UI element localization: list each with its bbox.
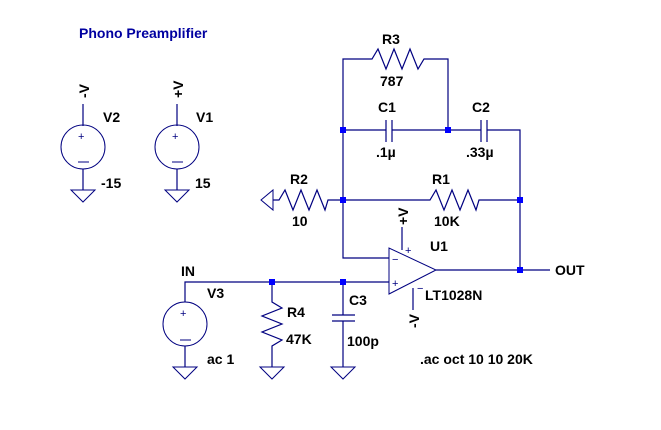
- plus-sign: +: [78, 131, 84, 143]
- c2-value: .33µ: [466, 144, 494, 160]
- c2-label: C2: [472, 99, 490, 115]
- svg-text:+: +: [405, 245, 411, 257]
- wire-input: [184, 281, 389, 302]
- ground-icon: [329, 366, 357, 380]
- r1-value: 10K: [434, 213, 460, 229]
- junction-dot: [340, 279, 346, 285]
- capacitor-c3[interactable]: C3 100p: [329, 282, 379, 380]
- r1-label: R1: [432, 171, 450, 187]
- svg-text:−: −: [417, 283, 423, 295]
- svg-text:−: −: [392, 254, 398, 266]
- spice-directive[interactable]: .ac oct 10 10 20K: [420, 351, 533, 367]
- u1-model: LT1028N: [425, 287, 482, 303]
- v3-value: ac 1: [207, 351, 234, 367]
- capacitor-c1[interactable]: C1 .1µ: [343, 99, 448, 160]
- net-label-in: IN: [181, 263, 195, 279]
- junction-dot: [340, 197, 346, 203]
- voltage-source-v2[interactable]: + V2 -15 -V: [60, 83, 121, 203]
- ground-icon: [260, 188, 274, 212]
- junction-dot: [269, 279, 275, 285]
- ground-icon: [171, 366, 199, 380]
- r3-label: R3: [382, 31, 400, 47]
- v1-label: V1: [196, 109, 213, 125]
- net-label-plus-v: +V: [395, 207, 411, 225]
- ground-icon: [258, 366, 286, 380]
- voltage-source-v3[interactable]: + V3 ac 1: [162, 285, 234, 380]
- opamp-u1[interactable]: − + + − U1 LT1028N +V -V: [388, 207, 482, 328]
- c1-value: .1µ: [376, 144, 396, 160]
- r2-label: R2: [290, 171, 308, 187]
- junction-dot: [517, 197, 523, 203]
- capacitor-c2[interactable]: C2 .33µ: [448, 99, 521, 270]
- r4-label: R4: [287, 304, 305, 320]
- c1-label: C1: [378, 99, 396, 115]
- ground-icon: [163, 189, 191, 203]
- net-label-minus-v: -V: [76, 83, 92, 98]
- wire-inverting-input: [342, 130, 389, 259]
- net-label-minus-v: -V: [406, 313, 422, 328]
- c3-label: C3: [349, 292, 367, 308]
- resistor-r2[interactable]: R2 10: [260, 171, 343, 229]
- net-label-out: OUT: [555, 262, 585, 278]
- r4-value: 47K: [286, 331, 312, 347]
- r3-value: 787: [380, 73, 404, 89]
- v1-value: 15: [195, 175, 211, 191]
- svg-text:+: +: [392, 278, 398, 290]
- resistor-r3[interactable]: R3 787: [342, 31, 449, 130]
- plus-sign: +: [172, 131, 178, 143]
- c3-value: 100p: [347, 333, 379, 349]
- junction-dot: [445, 127, 451, 133]
- net-label-plus-v: +V: [170, 80, 186, 98]
- resistor-r1[interactable]: R1 10K: [343, 171, 520, 229]
- svg-text:+: +: [180, 308, 186, 320]
- v2-value: -15: [101, 175, 121, 191]
- v2-label: V2: [103, 109, 120, 125]
- ground-icon: [69, 189, 97, 203]
- junction-dot: [340, 127, 346, 133]
- resistor-r4[interactable]: R4 47K: [258, 282, 312, 380]
- r2-value: 10: [292, 213, 308, 229]
- u1-label: U1: [430, 238, 448, 254]
- junction-dot: [517, 267, 523, 273]
- voltage-source-v1[interactable]: + V1 15 +V: [154, 80, 213, 203]
- v3-label: V3: [207, 285, 224, 301]
- schematic-title: Phono Preamplifier: [79, 25, 208, 41]
